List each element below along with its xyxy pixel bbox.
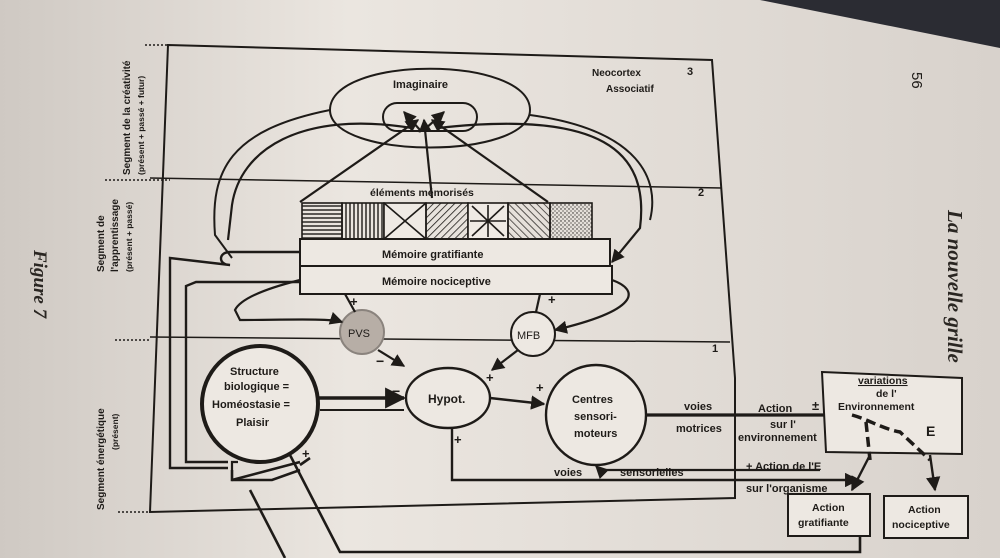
imaginaire-arrows (299, 111, 549, 203)
figure-label: Figure 7 (29, 249, 50, 320)
action-env-1: Action (758, 403, 793, 415)
env-line1: variations (858, 375, 908, 387)
action-E-label: + Action de l'E (746, 461, 821, 473)
svg-text:+: + (350, 294, 358, 309)
svg-text:+: + (454, 432, 462, 447)
svg-text:+: + (536, 380, 544, 395)
loop-left (226, 122, 413, 241)
centres-line1: Centres (572, 394, 613, 406)
structure-line1: Structure (230, 366, 279, 378)
sur-organisme-label: sur l'organisme (746, 483, 827, 495)
elements-memorises-label: éléments mémorisés (370, 187, 474, 199)
memoire-nociceptive-label: Mémoire nociceptive (382, 276, 491, 288)
svg-text:+: + (486, 370, 494, 385)
segment-2-number: 2 (698, 187, 704, 199)
segment-energy-title: Segment énergétique (96, 408, 107, 510)
svg-text:±: ± (812, 398, 819, 413)
memoire-gratifiante-label: Mémoire gratifiante (382, 249, 483, 261)
imaginaire-label: Imaginaire (393, 79, 448, 91)
action-env-2: sur l' (770, 419, 796, 431)
feedback-lines (230, 454, 862, 558)
outcome-arrows (850, 454, 941, 492)
svg-text:−: − (376, 353, 384, 369)
action-gratifiante-1: Action (812, 502, 845, 514)
segment-learning-sub: (présent + passé) (124, 202, 134, 272)
memory-pattern-strip (301, 202, 593, 240)
segment-creativity-sub: (présent + passé + futur) (136, 76, 146, 175)
action-nociceptive-box (883, 495, 969, 539)
divider-3-2 (149, 177, 723, 189)
loop-outer-right (529, 114, 654, 221)
voies-motrices-2: motrices (676, 423, 722, 435)
memory-links (233, 278, 630, 371)
structure-node (200, 344, 320, 464)
segment-1-number: 1 (712, 343, 718, 355)
action-env-3: environnement (738, 432, 817, 444)
svg-text:+: + (302, 446, 310, 461)
mfb-node (510, 311, 556, 357)
voies-motrices-1: voies (684, 401, 712, 413)
env-line3: Environnement (838, 401, 915, 413)
page-number: 56 (908, 72, 925, 89)
structure-line2: biologique = (224, 381, 289, 393)
left-rails (168, 250, 300, 470)
environment-box (820, 370, 963, 456)
loop-outer-left (213, 109, 331, 259)
main-frame (148, 43, 736, 514)
loop-right (437, 122, 643, 264)
segment-brackets (105, 44, 170, 513)
segment-learning-title2: l'apprentissage (110, 199, 121, 272)
dark-corner (760, 0, 1000, 48)
segment-creativity-title: Segment de la créativité (122, 60, 133, 175)
centres-line3: moteurs (574, 428, 617, 440)
memoire-gratifiante-box (299, 238, 611, 267)
segment-3-number: 3 (687, 66, 693, 78)
hypot-label: Hypot. (428, 392, 465, 406)
divider-2-1 (149, 336, 731, 343)
memoire-nociceptive-box (299, 265, 613, 295)
associatif-label: Associatif (606, 84, 654, 95)
mfb-label: MFB (517, 330, 540, 342)
structure-line3: Homéostasie = (212, 399, 290, 411)
running-head: La nouvelle grille (943, 209, 967, 363)
environment-dashed-paths (851, 413, 932, 462)
centres-line2: sensori- (574, 411, 617, 423)
voies-sensorielles-1: voies (554, 467, 582, 479)
signs: + + − + − + + + ± (302, 292, 819, 461)
neocortex-label: Neocortex (592, 68, 641, 79)
action-gratifiante-box (787, 493, 871, 537)
pvs-node (339, 309, 385, 355)
action-nociceptive-2: nociceptive (892, 519, 950, 531)
env-letter: E (926, 423, 935, 439)
action-gratifiante-2: gratifiante (798, 517, 849, 529)
action-nociceptive-1: Action (908, 504, 941, 516)
structure-line4: Plaisir (236, 417, 270, 429)
pvs-label: PVS (348, 328, 370, 340)
imaginaire-outer-loop (328, 67, 532, 149)
voies-sensorielles-2: sensorielles (620, 467, 684, 479)
segment-learning-title1: Segment de (96, 215, 107, 272)
segment-energy-sub: (présent) (110, 413, 120, 450)
svg-text:−: − (392, 383, 400, 399)
svg-text:+: + (548, 292, 556, 307)
env-line2: de l' (876, 388, 897, 400)
energy-arrows (230, 387, 860, 488)
